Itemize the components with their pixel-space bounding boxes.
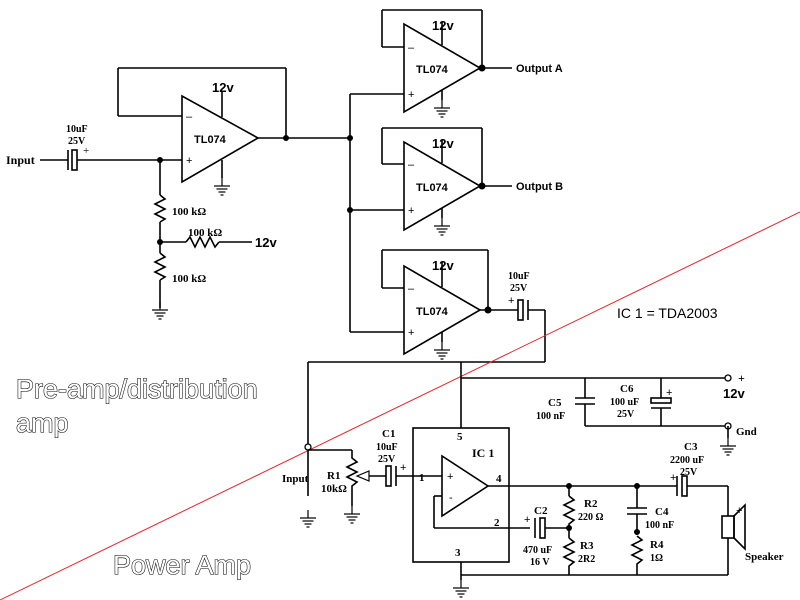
c5-name: C5 <box>548 397 562 409</box>
ic1-amplifier <box>441 454 490 518</box>
preamp-input-label: Input <box>6 153 35 167</box>
input-cap-value: 10uF <box>66 124 88 135</box>
svg-text:+: + <box>666 387 672 399</box>
r4-value: 1Ω <box>650 553 663 564</box>
capacitor-c2 <box>534 517 546 539</box>
output-capacitor <box>517 299 529 321</box>
svg-text:–: – <box>408 159 415 171</box>
bias-resistor-mid-label: 100 kΩ <box>188 227 222 239</box>
ic1-pin5: 5 <box>457 431 463 443</box>
c6-value: 100 uF <box>610 397 639 408</box>
c2-value: 470 uF <box>523 545 552 556</box>
r2-value: 220 Ω <box>578 512 604 523</box>
ic-note: IC 1 = TDA2003 <box>617 305 718 321</box>
r4-name: R4 <box>650 539 664 551</box>
bias-resistor-top-label: 100 kΩ <box>172 206 206 218</box>
c1-voltage: 25V <box>378 454 396 465</box>
c6-voltage: 25V <box>617 409 635 420</box>
opamp-c-supply-label: 12v <box>432 258 454 273</box>
svg-text:+: + <box>408 327 414 339</box>
opamp-c-label: TL074 <box>416 306 449 318</box>
c2-voltage: 16 V <box>530 557 550 568</box>
capacitor-c3 <box>676 475 688 497</box>
r1-name: R1 <box>327 470 340 482</box>
buffer-opamp-label: TL074 <box>194 134 227 146</box>
r2-name: R2 <box>584 498 598 510</box>
resistor-r3 <box>562 537 576 575</box>
ic1-pin2: 2 <box>494 517 500 529</box>
capacitor-c6 <box>650 397 672 404</box>
c3-name: C3 <box>684 441 698 453</box>
svg-text:+: + <box>400 462 406 474</box>
c1-name: C1 <box>382 428 395 440</box>
svg-text:+: + <box>186 155 192 167</box>
opamp-a-supply-label: 12v <box>432 18 454 33</box>
c5-value: 100 nF <box>536 411 565 422</box>
opamp-b-supply-label: 12v <box>432 136 454 151</box>
poweramp-title: Power Amp <box>113 550 251 580</box>
ic1-pin4: 4 <box>496 473 502 485</box>
output-b-label: Output B <box>516 181 563 193</box>
gnd-label: Gnd <box>736 426 757 438</box>
svg-text:+: + <box>736 505 742 517</box>
output-a-label: Output A <box>516 63 563 75</box>
output-cap-value: 10uF <box>508 271 530 282</box>
c3-value: 2200 uF <box>670 455 704 466</box>
c6-name: C6 <box>620 383 634 395</box>
ic1-name: IC 1 <box>472 446 494 460</box>
opamp-a-label: TL074 <box>416 64 449 76</box>
svg-text:+: + <box>508 295 514 307</box>
preamp-title-line2: amp <box>16 408 69 438</box>
svg-text:–: – <box>186 111 193 123</box>
output-cap-voltage: 25V <box>510 283 528 294</box>
buffer-opamp <box>181 94 260 184</box>
svg-text:+: + <box>524 514 530 526</box>
c3-voltage: 25V <box>680 467 698 478</box>
potentiometer-r1 <box>345 450 359 506</box>
svg-text:+: + <box>408 89 414 101</box>
r1-value: 10kΩ <box>321 483 347 495</box>
bias-resistor-bottom <box>153 252 167 281</box>
svg-text:–: – <box>408 42 415 54</box>
c1-value: 10uF <box>376 442 398 453</box>
input-cap-voltage: 25V <box>68 136 86 147</box>
bias-resistor-top <box>153 194 167 223</box>
capacitor-c1 <box>385 465 397 487</box>
bias-resistor-bottom-label: 100 kΩ <box>172 273 206 285</box>
svg-text:+: + <box>408 205 414 217</box>
preamp-title: Pre-amp/distribution <box>16 374 258 404</box>
speaker-label: Speaker <box>745 551 784 563</box>
bias-resistor-mid <box>185 235 220 249</box>
input-capacitor <box>67 149 160 171</box>
resistor-r2 <box>562 495 576 528</box>
opamp-b-label: TL074 <box>416 182 449 194</box>
buffer-supply-label: 12v <box>212 80 234 95</box>
resistor-r4 <box>630 535 644 575</box>
input-cap-plus: + <box>83 145 89 157</box>
svg-text:+: + <box>670 472 676 484</box>
svg-text:-: - <box>449 492 453 504</box>
poweramp-supply-label: 12v <box>723 386 745 401</box>
r3-value: 2R2 <box>578 554 595 565</box>
c2-name: C2 <box>534 505 548 517</box>
c4-value: 100 nF <box>645 520 674 531</box>
svg-text:+: + <box>447 471 453 483</box>
bias-supply-label: 12v <box>255 235 277 250</box>
ic1-pin3: 3 <box>455 547 461 559</box>
poweramp-input-label: Input <box>282 473 309 485</box>
svg-text:+: + <box>738 371 745 385</box>
svg-text:–: – <box>408 283 415 295</box>
section-divider-line <box>0 211 800 600</box>
ic1-pin1: 1 <box>419 472 425 484</box>
c4-name: C4 <box>655 506 669 518</box>
r3-name: R3 <box>580 540 594 552</box>
